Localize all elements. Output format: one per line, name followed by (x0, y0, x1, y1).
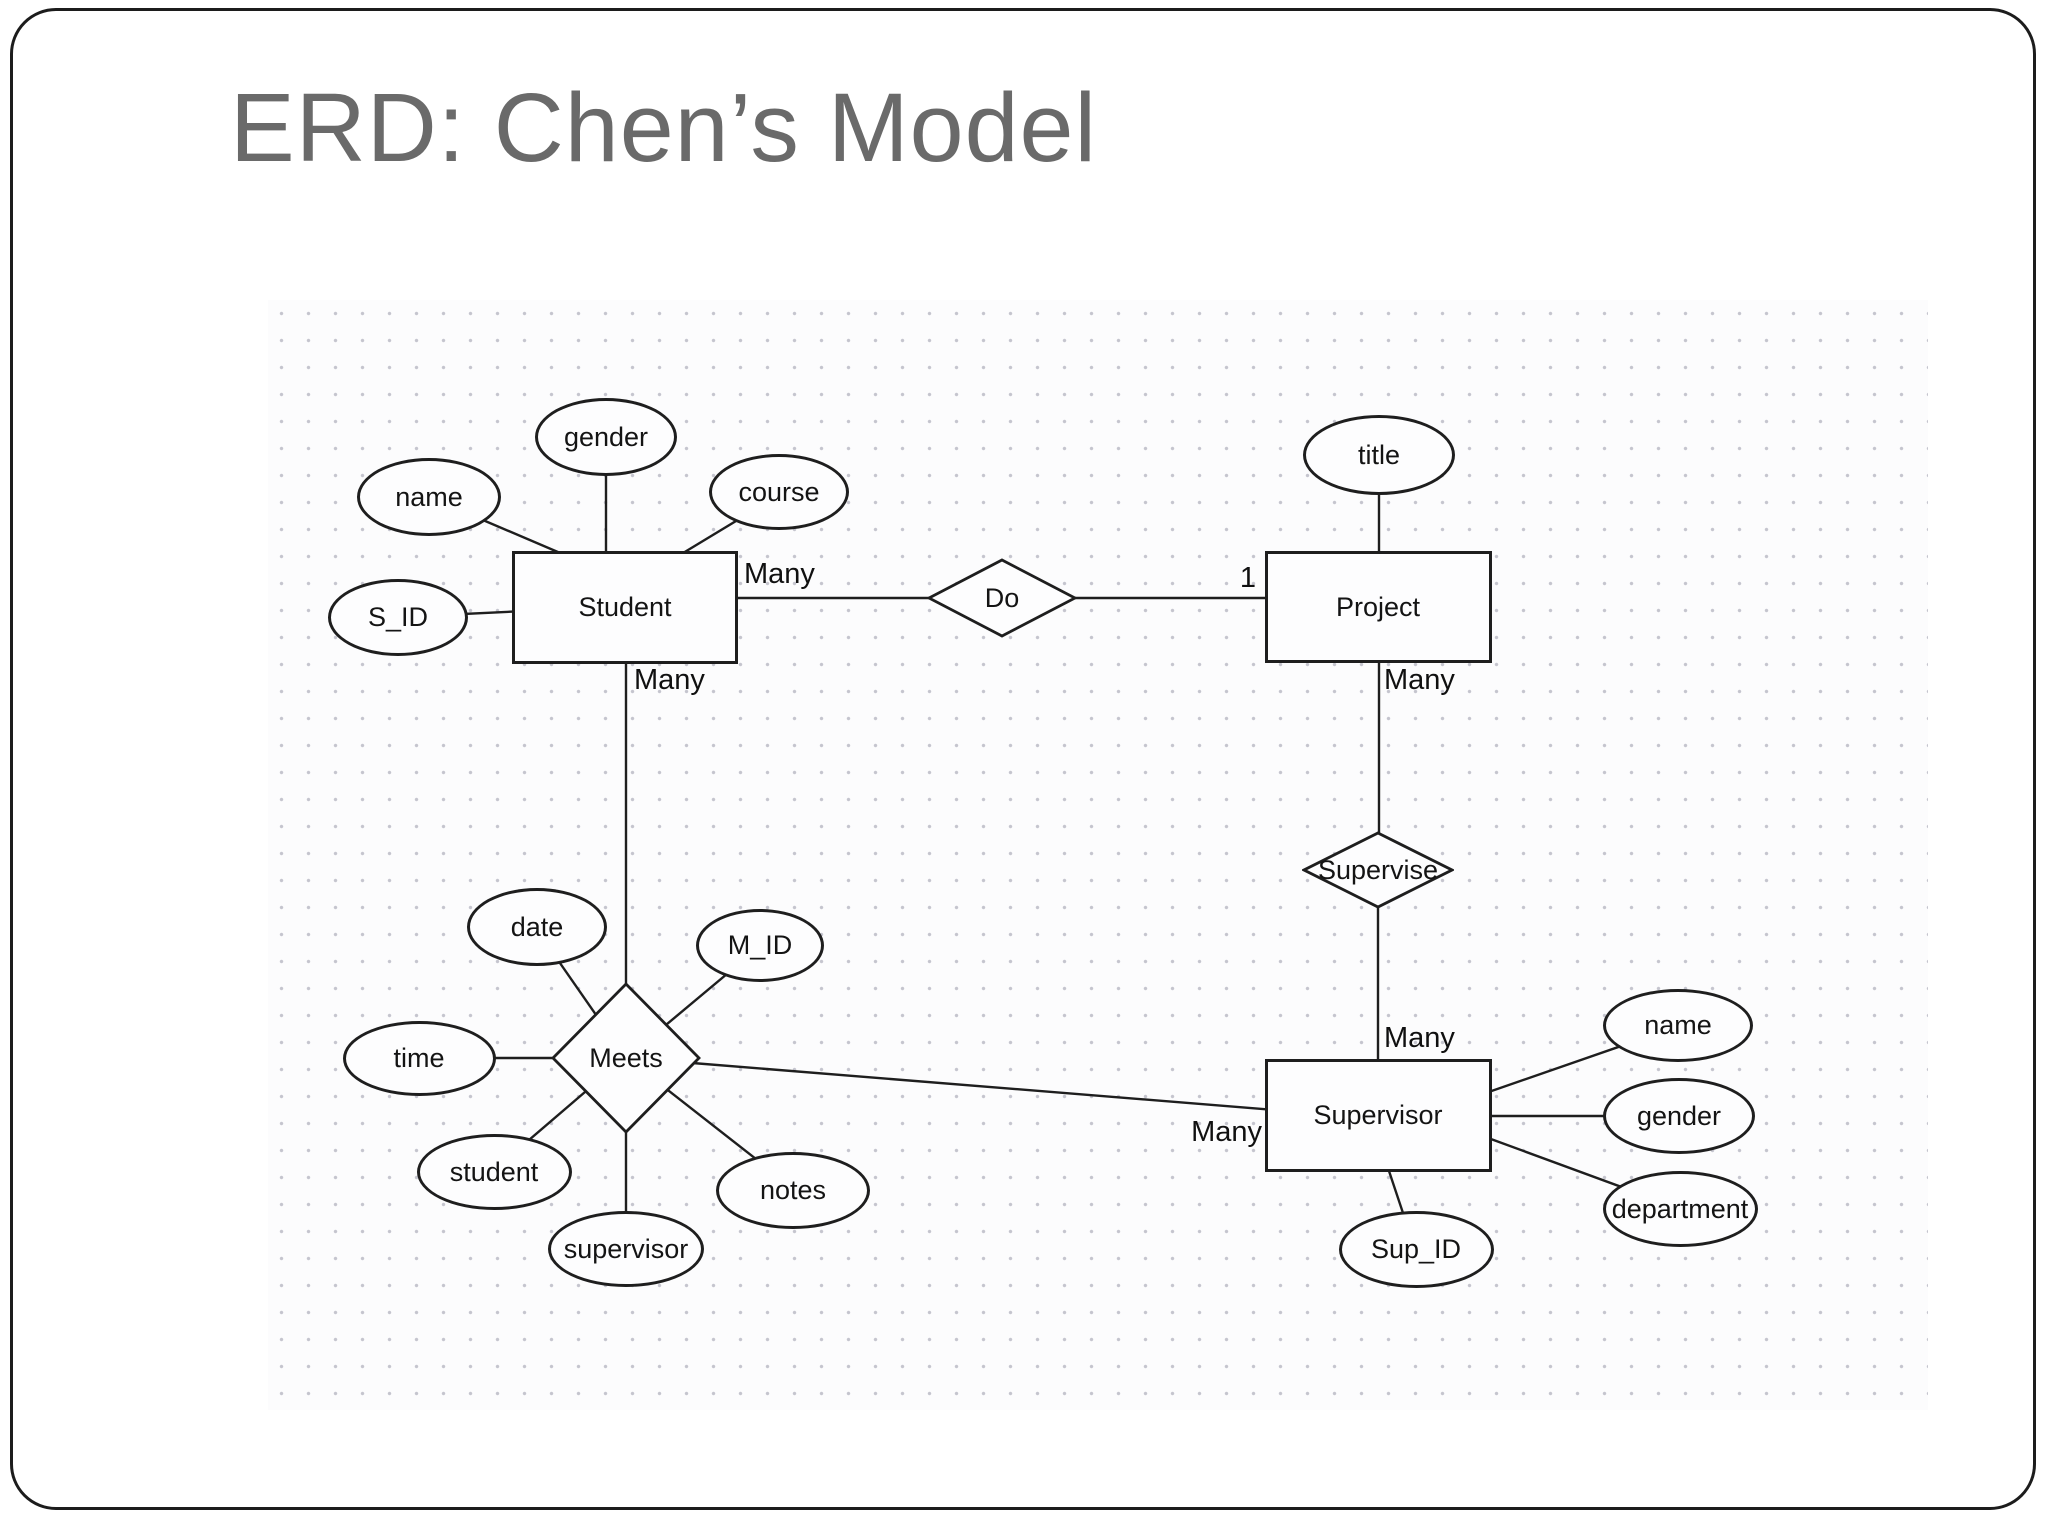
entity-supervisor: Supervisor (1264, 1058, 1492, 1172)
cardinality-many-supervisor-left: Many (1191, 1116, 1262, 1148)
entity-label: Student (578, 591, 672, 622)
attribute-supervisor-of-meets: supervisor (548, 1211, 704, 1287)
attribute-date-of-meets: date (467, 888, 607, 966)
cardinality-many-student-do: Many (744, 558, 815, 590)
relationship-supervise: Supervise (1302, 831, 1454, 909)
cardinality-many-student-meets: Many (634, 664, 705, 696)
attribute-student-of-meets: student (416, 1134, 572, 1210)
page-title: ERD: Chen’s Model (230, 73, 1098, 182)
attribute-label: M_ID (727, 929, 793, 960)
entity-student: Student (512, 550, 738, 664)
relationship-label: Supervise (1317, 854, 1439, 885)
attribute-name-of-student: name (357, 458, 501, 536)
entity-label: Project (1335, 591, 1421, 622)
attribute-label: gender (1636, 1100, 1722, 1131)
relationship-meets: Meets (551, 982, 701, 1134)
attribute-label: supervisor (563, 1233, 689, 1264)
attribute-name-of-supervisor: name (1603, 988, 1753, 1062)
diamond-shape (551, 982, 701, 1134)
attribute-supid-of-supervisor: Sup_ID (1338, 1210, 1494, 1288)
attribute-label: date (510, 911, 564, 942)
diamond-shape (1302, 831, 1454, 909)
entity-project: Project (1264, 551, 1492, 663)
attribute-label: name (395, 481, 463, 512)
attribute-label: Sup_ID (1370, 1233, 1462, 1264)
attribute-label: time (393, 1042, 445, 1073)
attribute-notes-of-meets: notes (716, 1151, 870, 1229)
relationship-label: Meets (589, 1042, 663, 1073)
attribute-sid-of-student: S_ID (328, 578, 468, 656)
attribute-department-of-supervisor: department (1602, 1171, 1758, 1247)
attribute-time-of-meets: time (342, 1020, 496, 1096)
attribute-label: name (1644, 1009, 1712, 1040)
cardinality-many-supervisor-top: Many (1384, 1022, 1455, 1054)
attribute-course-of-student: course (709, 454, 849, 530)
attribute-label: course (738, 476, 820, 507)
edge-meets-to-supervisor (679, 1060, 1276, 1112)
cardinality-one-project-do: 1 (1239, 562, 1256, 594)
attribute-label: title (1357, 439, 1401, 470)
attribute-mid-of-meets: M_ID (696, 908, 824, 982)
relationship-do: Do (927, 558, 1077, 638)
diamond-shape (927, 558, 1077, 638)
entity-label: Supervisor (1313, 1099, 1443, 1130)
attribute-label: department (1611, 1193, 1749, 1224)
attribute-label: gender (563, 421, 649, 452)
attribute-label: notes (759, 1174, 827, 1205)
cardinality-many-project-supervise: Many (1384, 664, 1455, 696)
attribute-title-of-project: title (1303, 415, 1455, 495)
attribute-gender-of-supervisor: gender (1603, 1078, 1755, 1154)
attribute-gender-of-student: gender (535, 398, 677, 476)
slide-border (10, 8, 2036, 1510)
attribute-label: student (449, 1156, 539, 1187)
relationship-label: Do (984, 582, 1020, 613)
attribute-label: S_ID (367, 601, 429, 632)
